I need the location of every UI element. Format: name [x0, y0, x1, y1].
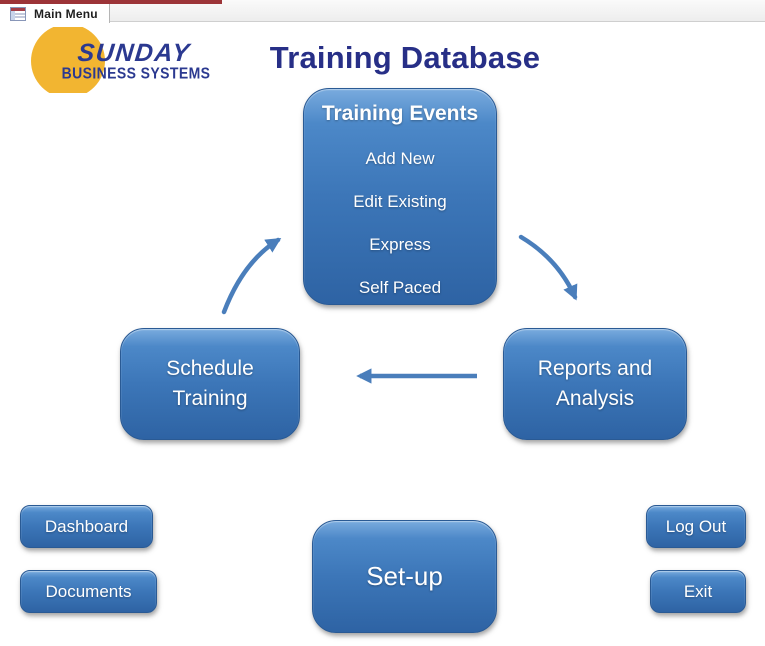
company-logo: SUNDAY BUSINESS SYSTEMS — [25, 27, 217, 93]
tab-main-menu[interactable]: Main Menu — [0, 4, 110, 23]
exit-button-label: Exit — [683, 581, 713, 601]
training-events-panel[interactable]: Training Events Add New Edit Existing Ex… — [303, 88, 497, 305]
training-events-item-express[interactable]: Express — [369, 235, 431, 254]
reports-analysis-button[interactable]: Reports and Analysis — [503, 328, 687, 440]
arrow-schedule-to-events — [221, 237, 282, 315]
logo-company-subtitle: BUSINESS SYSTEMS — [61, 63, 211, 83]
training-events-item-add-new[interactable]: Add New — [365, 149, 435, 168]
logo-circle — [31, 27, 105, 93]
setup-button-label: Set-up — [366, 561, 443, 591]
documents-button[interactable]: Documents — [20, 570, 157, 613]
page-title: Training Database — [269, 40, 541, 75]
form-icon — [10, 6, 26, 21]
tab-accent-line — [0, 0, 222, 4]
arrow-events-to-reports — [518, 234, 578, 301]
training-events-header: Training Events — [321, 102, 479, 125]
dashboard-button-label: Dashboard — [44, 516, 129, 536]
logout-button-label: Log Out — [665, 516, 727, 536]
training-events-item-edit-existing[interactable]: Edit Existing — [353, 192, 447, 211]
setup-button[interactable]: Set-up — [312, 520, 497, 633]
exit-button[interactable]: Exit — [650, 570, 746, 613]
schedule-training-label: Schedule Training — [166, 356, 254, 410]
reports-analysis-label: Reports and Analysis — [537, 356, 653, 410]
tab-main-menu-label: Main Menu — [34, 6, 98, 21]
training-events-item-self-paced[interactable]: Self Paced — [358, 278, 442, 297]
schedule-training-button[interactable]: Schedule Training — [120, 328, 300, 440]
documents-button-label: Documents — [45, 581, 132, 601]
document-tab-bar: Main Menu — [0, 0, 765, 23]
logout-button[interactable]: Log Out — [646, 505, 746, 548]
dashboard-button[interactable]: Dashboard — [20, 505, 153, 548]
